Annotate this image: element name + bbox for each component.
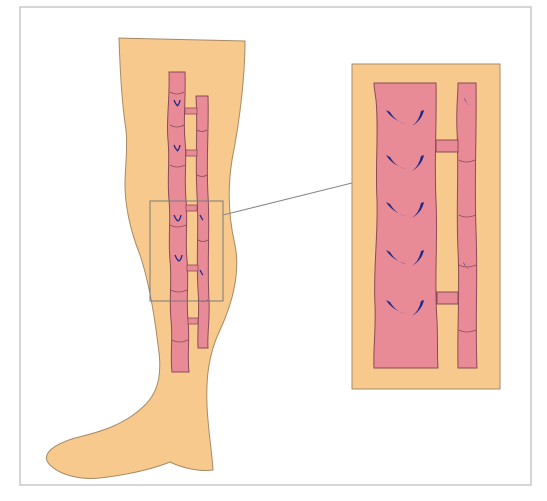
inset-vein-large [374, 83, 438, 368]
inset-vein-small [457, 83, 477, 368]
